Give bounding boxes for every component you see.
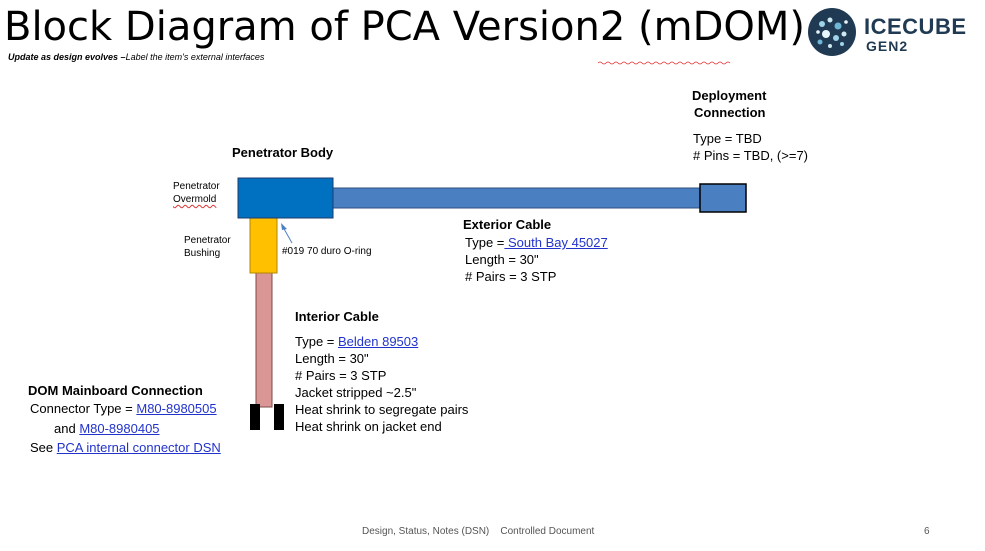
- mainboard-connector-link1[interactable]: M80-8980505: [136, 401, 217, 416]
- interior-cable-pairs: # Pairs = 3 STP: [295, 368, 387, 383]
- penetrator-overmold-shape: [237, 177, 334, 219]
- mainboard-see-prefix: See: [30, 440, 57, 455]
- penetrator-bushing-shape: [249, 217, 278, 274]
- icecube-logo: ICECUBE GEN2: [808, 8, 978, 58]
- footer-center: Design, Status, Notes (DSN) Controlled D…: [362, 526, 595, 537]
- subtitle-bold: Update as design evolves –: [8, 52, 126, 62]
- subtitle: Update as design evolves –Label the item…: [8, 52, 264, 62]
- exterior-cable-type-prefix: Type =: [465, 235, 505, 250]
- logo-text-icecube: ICECUBE: [864, 14, 967, 39]
- interior-cable-heat2: Heat shrink on jacket end: [295, 419, 442, 434]
- squiggle-svg: [597, 61, 731, 65]
- mainboard-and-prefix: and: [54, 421, 80, 436]
- mainboard-see: See PCA internal connector DSN: [30, 439, 221, 456]
- deployment-connector-shape: [699, 183, 747, 213]
- exterior-cable-heading: Exterior Cable: [463, 217, 552, 232]
- mainboard-connector-prefix: Connector Type =: [30, 401, 137, 416]
- logo-text-gen2: GEN2: [866, 38, 909, 54]
- interior-cable-type-link[interactable]: Belden 89503: [338, 334, 419, 349]
- deployment-heading-1: Deployment: [692, 88, 767, 103]
- interior-cable-type-prefix: Type =: [295, 334, 338, 349]
- bushing-label-1: Penetrator: [184, 235, 231, 246]
- interior-cable-jacket: Jacket stripped ~2.5": [295, 385, 417, 400]
- exterior-cable-type-link[interactable]: South Bay 45027: [504, 235, 608, 250]
- deployment-pins: # Pins = TBD, (>=7): [693, 148, 809, 163]
- overmold-label-2: Overmold: [173, 194, 217, 205]
- mainboard-connector-type: Connector Type = M80-8980505: [30, 400, 217, 417]
- logo-emblem-icon: [808, 8, 856, 56]
- mainboard-connector-and: and M80-8980405: [54, 420, 160, 437]
- interior-cable-type: Type = Belden 89503: [295, 333, 418, 350]
- overmold-label-1: Penetrator: [173, 181, 220, 192]
- exterior-cable-type: Type = South Bay 45027: [465, 234, 608, 251]
- bushing-label-2: Bushing: [184, 248, 221, 259]
- mainboard-connector-right: [274, 404, 284, 430]
- page-title: Block Diagram of PCA Version2 (mDOM): [4, 4, 805, 50]
- oring-arrowhead: [281, 223, 287, 230]
- interior-cable-heading: Interior Cable: [295, 309, 379, 324]
- mainboard-connector-left: [250, 404, 260, 430]
- mainboard-connector-link2[interactable]: M80-8980405: [79, 421, 160, 436]
- mainboard-heading: DOM Mainboard Connection: [28, 383, 203, 398]
- exterior-cable-shape: [332, 187, 701, 209]
- interior-cable-shape: [255, 272, 273, 408]
- exterior-cable-length: Length = 30": [465, 252, 539, 267]
- subtitle-italic: Label the item's external interfaces: [125, 52, 265, 62]
- deployment-type: Type = TBD: [693, 131, 762, 146]
- spellcheck-underline: [597, 52, 733, 65]
- deployment-heading-2: Connection: [694, 105, 766, 120]
- mainboard-see-link[interactable]: PCA internal connector DSN: [56, 440, 221, 455]
- penetrator-body-heading: Penetrator Body: [232, 145, 334, 160]
- footer-page-number: 6: [924, 526, 930, 537]
- oring-label: #019 70 duro O-ring: [282, 246, 372, 257]
- exterior-cable-pairs: # Pairs = 3 STP: [465, 269, 557, 284]
- oring-leader-line: [282, 226, 293, 244]
- interior-cable-length: Length = 30": [295, 351, 369, 366]
- interior-cable-heat1: Heat shrink to segregate pairs: [295, 402, 469, 417]
